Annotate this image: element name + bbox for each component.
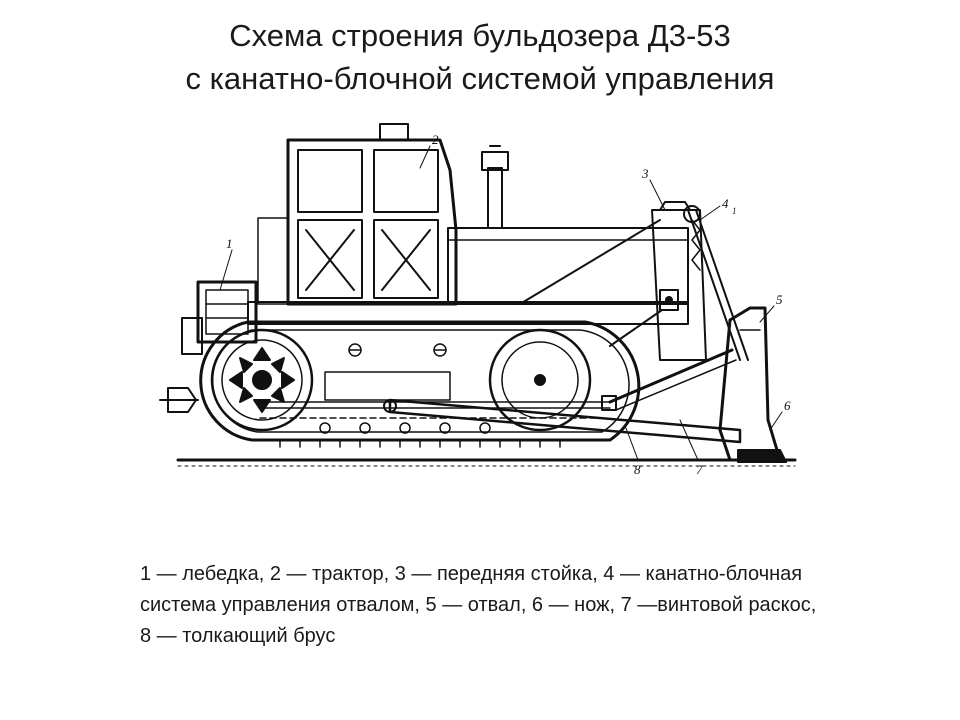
callout-8: 8 <box>634 462 641 477</box>
callout-7: 7 <box>696 462 703 477</box>
legend-caption: 1 — лебедка, 2 — трактор, 3 — передняя с… <box>140 563 817 647</box>
support-rollers <box>319 343 491 434</box>
callout-5: 5 <box>776 292 783 307</box>
operator-cab <box>286 123 458 306</box>
title-line-1: Схема строения бульдозера Д3-53 <box>229 18 731 53</box>
tractor-body <box>247 217 689 325</box>
ground <box>176 458 797 467</box>
callout-6: 6 <box>784 398 791 413</box>
callout-1: 1 <box>226 236 233 251</box>
bulldozer-diagram: 1 2 3 4 1 5 6 7 8 <box>140 110 820 490</box>
push-beam <box>383 398 742 444</box>
screw-brace <box>601 348 737 411</box>
front-stand <box>519 201 707 361</box>
exhaust-pipe <box>481 145 509 229</box>
callout-2: 2 <box>432 132 439 147</box>
drive-sprocket <box>210 328 314 432</box>
bulldozer-drawing: 1 2 3 4 1 5 6 7 8 <box>159 123 797 477</box>
slide-title: Схема строения бульдозера Д3-53 с канатн… <box>0 14 960 100</box>
leader-lines <box>219 145 783 461</box>
callout-4-subscript: 1 <box>732 206 737 216</box>
track-shoes <box>279 439 561 448</box>
knife <box>737 449 787 463</box>
callout-3: 3 <box>641 166 649 181</box>
blade <box>718 306 782 462</box>
cable-pulley-system <box>683 205 749 361</box>
rear-winch <box>159 280 258 413</box>
callout-4: 4 <box>722 196 729 211</box>
title-line-2: с канатно-блочной системой управления <box>185 61 775 96</box>
